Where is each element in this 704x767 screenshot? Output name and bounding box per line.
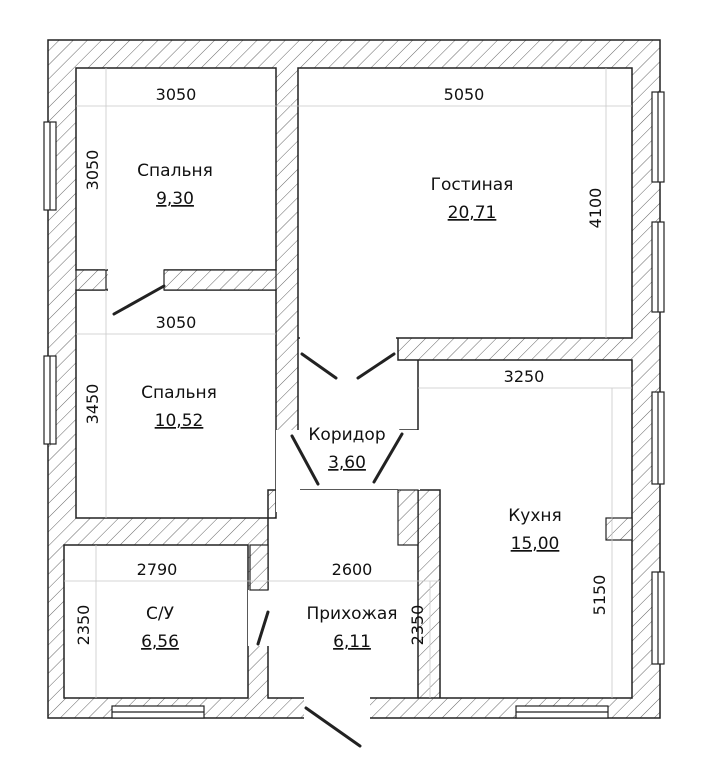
windows xyxy=(43,91,665,719)
door-living-left xyxy=(300,352,338,380)
dim-bathroom-height: 2350 xyxy=(74,605,93,646)
room-area-bedroom1: 9,30 xyxy=(156,189,194,209)
window-bedroom2 xyxy=(43,355,57,445)
door-entrance xyxy=(304,706,362,748)
window-living-1 xyxy=(651,91,665,183)
dim-bedroom1-width: 3050 xyxy=(156,85,197,104)
window-kitchen-2 xyxy=(651,571,665,665)
dim-living-height: 4100 xyxy=(586,188,605,229)
dim-hallway-width: 2600 xyxy=(332,560,373,579)
room-area-kitchen: 15,00 xyxy=(511,534,560,554)
door-swings xyxy=(112,284,404,748)
door-bathroom xyxy=(256,610,270,646)
window-kitchen-bottom xyxy=(515,705,609,719)
room-name-bathroom: С/У xyxy=(146,604,175,624)
door-bedroom1 xyxy=(112,284,166,316)
window-bedroom1 xyxy=(43,121,57,211)
room-area-living: 20,71 xyxy=(448,203,497,223)
window-bathroom xyxy=(111,705,205,719)
wall-stubs xyxy=(75,269,633,591)
dim-kitchen-width: 3250 xyxy=(504,367,545,386)
room-area-corridor: 3,60 xyxy=(328,453,366,473)
dim-hallway-height: 2350 xyxy=(408,605,427,646)
room-name-corridor: Коридор xyxy=(308,425,385,445)
guide-lines xyxy=(64,68,632,698)
room-area-hallway: 6,11 xyxy=(333,632,371,652)
room-area-bathroom: 6,56 xyxy=(141,632,179,652)
room-area-bedroom2: 10,52 xyxy=(155,411,204,431)
dim-bedroom1-height: 3050 xyxy=(83,150,102,191)
window-kitchen-1 xyxy=(651,391,665,485)
window-living-2 xyxy=(651,221,665,313)
door-kitchen xyxy=(372,432,404,484)
dim-bedroom2-width: 3050 xyxy=(156,313,197,332)
door-living-right xyxy=(356,352,396,380)
room-name-hallway: Прихожая xyxy=(306,604,397,624)
dim-bathroom-width: 2790 xyxy=(137,560,178,579)
dim-living-width: 5050 xyxy=(444,85,485,104)
room-name-bedroom1: Спальня xyxy=(137,161,213,181)
room-name-kitchen: Кухня xyxy=(508,506,562,526)
door-bedroom2 xyxy=(290,434,320,486)
dim-bedroom2-height: 3450 xyxy=(83,384,102,425)
dim-kitchen-height: 5150 xyxy=(590,575,609,616)
room-name-living: Гостиная xyxy=(431,175,514,195)
room-name-bedroom2: Спальня xyxy=(141,383,217,403)
